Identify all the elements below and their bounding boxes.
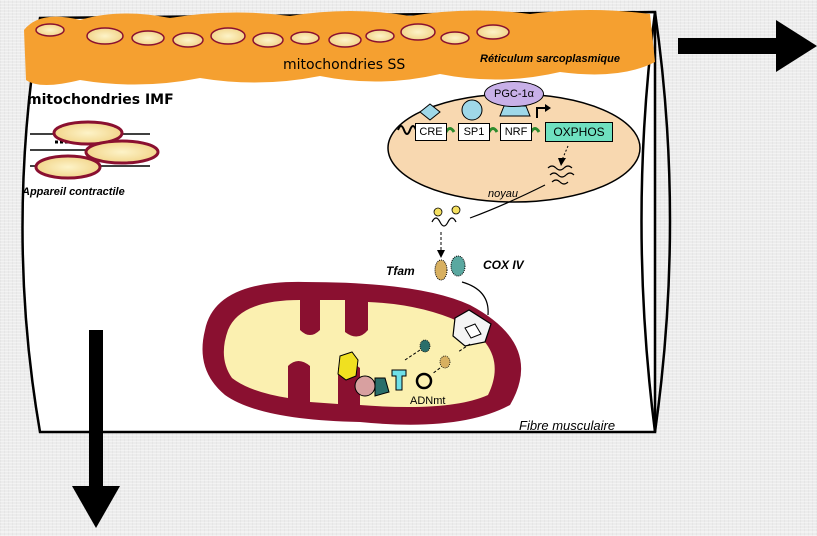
box-sp1: SP1 bbox=[458, 123, 490, 141]
box-oxphos: OXPHOS bbox=[545, 122, 613, 142]
down-arrow-icon bbox=[72, 330, 120, 528]
label-imf-mitochondria: mitochondries IMF bbox=[27, 92, 174, 108]
label-tfam: Tfam bbox=[386, 264, 415, 278]
transport-path bbox=[431, 184, 546, 316]
right-arrow-icon bbox=[678, 20, 817, 72]
box-cre: CRE bbox=[415, 123, 447, 141]
box-nrf: NRF bbox=[500, 123, 532, 141]
label-muscle-fiber: Fibre musculaire bbox=[519, 418, 616, 433]
label-ss-mitochondria: mitochondries SS bbox=[283, 57, 406, 73]
contractile-apparatus bbox=[30, 120, 160, 180]
label-cox-iv: COX IV bbox=[483, 258, 524, 272]
pgc1a-bubble: PGC-1α bbox=[484, 81, 544, 107]
large-mitochondrion bbox=[202, 281, 522, 425]
ss-mitochondria bbox=[35, 23, 510, 48]
label-contractile-apparatus: Appareil contractile bbox=[22, 186, 125, 198]
nucleus bbox=[387, 93, 641, 203]
label-nucleus: noyau bbox=[488, 188, 518, 200]
label-mtdna: ADNmt bbox=[410, 395, 446, 407]
label-reticulum: Réticulum sarcoplasmique bbox=[480, 53, 620, 65]
